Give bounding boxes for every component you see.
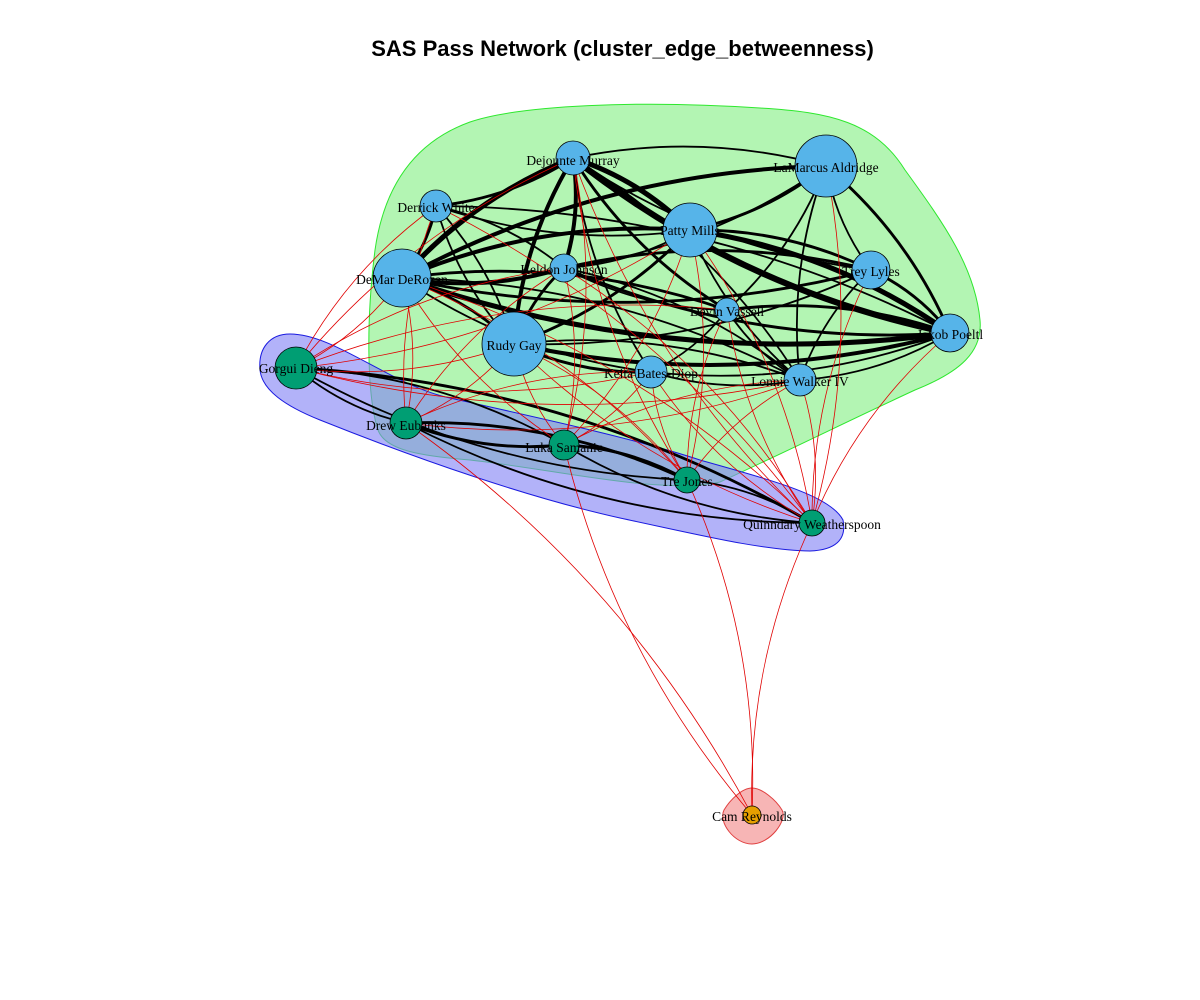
- node-lyles: [851, 250, 891, 290]
- edge-eubanks-bates: [405, 371, 652, 424]
- edge-samanic-mills: [563, 229, 691, 446]
- node-label-gay: Rudy Gay: [486, 338, 541, 353]
- edge-dieng-weatherspoon: [295, 366, 813, 525]
- node-label-vassell: Devin Vassell: [690, 304, 765, 319]
- edge-dieng-trejones: [295, 367, 688, 481]
- node-label-bates: Keita Bates-Diop: [604, 366, 698, 381]
- edge-dieng-bates: [295, 367, 652, 392]
- node-label-trejones: Tre Jones: [661, 474, 713, 489]
- edge-weatherspoon-lyles: [811, 269, 872, 524]
- node-label-keldon: Keldon Johnson: [520, 262, 608, 277]
- edge-eubanks-keldon: [405, 267, 565, 424]
- edge-derrick-mills: [435, 205, 691, 237]
- edge-eubanks-walker: [405, 379, 801, 431]
- node-bates: [634, 355, 668, 389]
- edge-trejones-dejounte: [572, 157, 688, 481]
- node-label-lyles: Trey Lyles: [842, 264, 900, 279]
- node-label-poeltl: Jakob Poeltl: [917, 327, 984, 342]
- node-mills: [662, 202, 718, 258]
- node-weatherspoon: [798, 509, 826, 537]
- edge-reynolds-eubanks: [405, 422, 753, 816]
- node-label-samanic: Luka Samanic: [525, 440, 603, 455]
- node-walker: [783, 363, 817, 397]
- node-label-aldridge: LaMarcus Aldridge: [773, 160, 878, 175]
- edge-reynolds-samanic: [563, 444, 753, 816]
- edge-vassell-poeltl: [726, 304, 951, 335]
- edge-trejones-mills: [686, 229, 704, 481]
- edge-walker-bates: [650, 371, 801, 387]
- node-derozan: [372, 248, 432, 308]
- edge-weatherspoon-dejounte: [572, 157, 813, 524]
- edge-weatherspoon-aldridge: [811, 165, 842, 524]
- edge-dieng-walker: [295, 367, 801, 405]
- node-dieng: [274, 346, 318, 390]
- node-label-mills: Patty Mills: [660, 223, 720, 238]
- edge-weatherspoon-derrick: [435, 205, 813, 524]
- node-label-derrick: Derrick White: [397, 200, 474, 215]
- edge-weatherspoon-vassell: [726, 309, 813, 524]
- node-layer: [274, 134, 970, 825]
- edge-samanic-keldon: [563, 267, 576, 446]
- edge-keldon-vassell: [563, 267, 728, 311]
- node-label-derozan: DeMar DeRozan: [356, 272, 448, 287]
- node-trejones: [673, 466, 701, 494]
- edge-trejones-derozan: [401, 277, 688, 481]
- edge-gay-poeltl: [513, 331, 951, 367]
- edge-gay-walker: [513, 339, 801, 381]
- edge-reynolds-trejones: [686, 479, 754, 816]
- edge-keldon-lyles: [563, 249, 872, 272]
- node-keldon: [549, 253, 579, 283]
- edge-mills-poeltl: [689, 227, 952, 336]
- edge-eubanks-derrick: [403, 205, 437, 424]
- edge-eubanks-trejones: [405, 421, 688, 482]
- node-eubanks: [389, 406, 423, 440]
- edge-dejounte-aldridge: [572, 145, 827, 167]
- edge-weatherspoon-gay: [513, 343, 813, 524]
- node-aldridge: [794, 134, 858, 198]
- edge-weatherspoon-derozan: [401, 277, 813, 524]
- node-dejounte: [555, 140, 591, 176]
- node-label-eubanks: Drew Eubanks: [366, 418, 446, 433]
- edge-dejounte-bates: [572, 157, 652, 373]
- node-label-dejounte: Dejounte Murray: [526, 153, 620, 168]
- edge-reynolds-weatherspoon: [751, 522, 813, 816]
- edge-dieng-keldon: [295, 267, 565, 369]
- edge-weatherspoon-bates: [650, 371, 813, 524]
- edge-derozan-aldridge: [401, 164, 827, 280]
- edge-weatherspoon-mills: [689, 229, 813, 524]
- edge-samanic-walker: [563, 379, 801, 446]
- edge-samanic-derozan: [401, 277, 565, 446]
- node-label-weatherspoon: Quinndary Weatherspoon: [743, 517, 881, 532]
- edge-weatherspoon-poeltl: [811, 332, 951, 524]
- node-label-walker: Lonnie Walker IV: [751, 374, 849, 389]
- node-label-reynolds: Cam Reynolds: [712, 809, 792, 824]
- edge-weatherspoon-walker: [799, 379, 817, 524]
- edge-keldon-derrick: [435, 205, 565, 269]
- edge-eubanks-samanic: [405, 421, 565, 449]
- plot-title: SAS Pass Network (cluster_edge_betweenne…: [371, 36, 874, 61]
- edge-derozan-poeltl: [401, 275, 951, 347]
- edge-dejounte-vassell: [571, 157, 728, 312]
- node-poeltl: [930, 313, 970, 353]
- edge-derozan-lyles: [401, 268, 872, 304]
- label-layer: Dejounte Murray LaMarcus AldridgeDerrick …: [259, 153, 984, 824]
- edge-keldon-poeltl: [563, 266, 951, 337]
- node-label-dieng: Gorgui Dieng: [259, 361, 334, 376]
- edge-dieng-dejounte: [295, 157, 574, 369]
- edge-samanic-dejounte: [563, 157, 587, 446]
- edge-keldon-walker: [563, 267, 801, 381]
- edge-eubanks-weatherspoon: [405, 422, 813, 524]
- node-derrick: [419, 189, 453, 223]
- node-vassell: [714, 297, 740, 323]
- node-gay: [481, 311, 547, 377]
- node-samanic: [548, 429, 580, 461]
- node-reynolds: [742, 805, 762, 825]
- edge-samanic-weatherspoon: [563, 444, 813, 524]
- edge-trejones-walker: [686, 379, 801, 481]
- edge-dieng-derrick: [295, 205, 437, 369]
- edge-weatherspoon-keldon: [563, 267, 813, 524]
